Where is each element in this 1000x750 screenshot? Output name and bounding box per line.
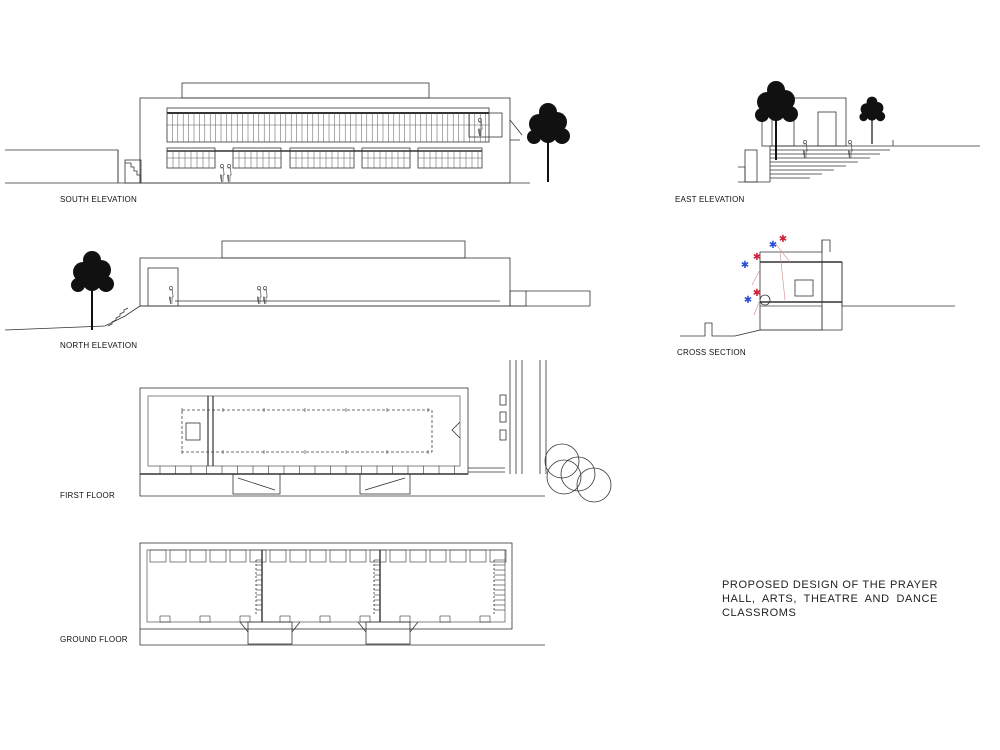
tree-icon <box>754 80 799 161</box>
project-description: PROPOSED DESIGN OF THE PRAYER HALL, ARTS… <box>722 579 938 619</box>
south-elevation-label: SOUTH ELEVATION <box>60 195 137 204</box>
svg-text:✱: ✱ <box>753 252 761 263</box>
first-floor-label: FIRST FLOOR <box>60 491 115 500</box>
south-elevation-drawing <box>5 82 530 184</box>
svg-text:✱: ✱ <box>744 295 752 306</box>
cross-section-label: CROSS SECTION <box>677 348 746 357</box>
svg-text:✱: ✱ <box>779 234 787 245</box>
north-elevation-label: NORTH ELEVATION <box>60 341 138 350</box>
east-elevation-label: EAST ELEVATION <box>675 195 745 204</box>
ground-floor-plan <box>139 542 545 646</box>
tree-icon <box>526 102 571 183</box>
cross-section-drawing <box>680 239 955 337</box>
svg-text:✱: ✱ <box>753 288 761 299</box>
first-floor-plan <box>139 360 612 503</box>
airflow-markers: ✱ ✱ ✱ ✱ ✱ ✱ <box>741 234 787 306</box>
north-elevation-drawing <box>4 240 591 331</box>
tree-icon <box>858 95 886 145</box>
svg-text:✱: ✱ <box>741 260 749 271</box>
tree-icon <box>70 250 115 331</box>
svg-text:✱: ✱ <box>769 240 777 251</box>
ground-floor-label: GROUND FLOOR <box>60 635 128 644</box>
